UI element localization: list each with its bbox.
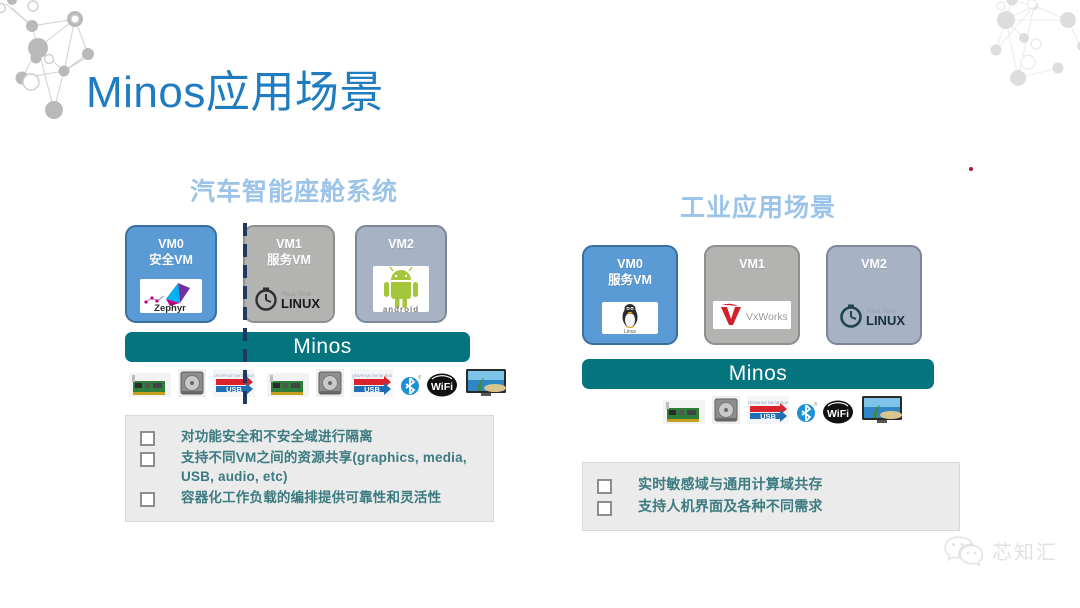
vm-box-vm2[interactable]: VM2 android <box>355 225 447 323</box>
watermark: 芯知汇 <box>943 534 1058 566</box>
hypervisor-label: Minos <box>293 335 352 358</box>
hardware-icon-group-shared: Universal Serial Bus USB ® WiFi <box>266 368 507 398</box>
isolation-divider <box>243 223 247 405</box>
nic-card-icon <box>267 373 309 397</box>
left-section-heading: 汽车智能座舱系统 <box>190 178 399 206</box>
wifi-icon: WiFi <box>427 373 457 397</box>
checkbox-bullet-icon <box>597 501 612 516</box>
bullet-text: 容器化工作负载的编排提供可靠性和灵活性 <box>181 490 442 505</box>
checkbox-bullet-icon <box>140 452 155 467</box>
bullet-text: 支持不同VM之间的资源共享(graphics, media, USB, audi… <box>181 450 467 484</box>
automotive-cockpit-panel: VM0 安全VM Zephyr VM1 服务VM <box>125 223 506 522</box>
bluetooth-icon: ® <box>401 374 421 395</box>
right-bullet-card: 实时敏感域与通用计算域共存 支持人机界面及各种不同需求 <box>582 462 960 531</box>
checkbox-bullet-icon <box>140 431 155 446</box>
svg-text:USB: USB <box>364 385 380 394</box>
svg-text:Zephyr: Zephyr <box>154 303 186 313</box>
vm-box-vm0[interactable]: VM0 服务VM Linux <box>582 245 678 345</box>
nic-card-icon <box>663 400 705 424</box>
hypervisor-bar: Minos <box>125 332 470 362</box>
bullet-text: 对功能安全和不安全域进行隔离 <box>181 429 373 444</box>
svg-text:USB: USB <box>226 385 242 394</box>
svg-text:USB: USB <box>760 412 776 421</box>
vm-box-label: VM0 服务VM <box>608 257 652 287</box>
checkbox-bullet-icon <box>140 492 155 507</box>
vm-box-label: VM1 服务VM <box>267 237 311 267</box>
nic-card-icon <box>129 373 171 397</box>
vm-row: VM0 安全VM Zephyr VM1 服务VM <box>125 223 497 405</box>
hypervisor-label: Minos <box>728 362 788 385</box>
watermark-text: 芯知汇 <box>992 541 1058 564</box>
svg-text:Universal Serial Bus: Universal Serial Bus <box>352 373 393 378</box>
svg-text:Real Time: Real Time <box>867 308 897 315</box>
hard-disk-icon <box>178 369 206 397</box>
linux-tux-logo: Linux <box>602 302 658 334</box>
list-item: 支持人机界面及各种不同需求 <box>597 496 947 516</box>
list-item: 支持不同VM之间的资源共享(graphics, media, USB, audi… <box>140 448 481 486</box>
network-nodes-icon <box>990 0 1080 86</box>
list-item: 实时敏感域与通用计算域共存 <box>597 474 947 494</box>
real-time-linux-logo: Real Time LINUX <box>252 284 326 312</box>
svg-text:Universal Serial Bus: Universal Serial Bus <box>748 400 789 405</box>
vm-box-vm0[interactable]: VM0 安全VM Zephyr <box>125 225 217 323</box>
svg-text:android: android <box>383 305 419 312</box>
display-icon <box>466 369 506 396</box>
wechat-icon <box>944 536 984 566</box>
bullet-text: 实时敏感域与通用计算域共存 <box>638 476 823 492</box>
svg-text:®: ® <box>814 401 817 408</box>
list-item: 容器化工作负载的编排提供可靠性和灵活性 <box>140 488 481 507</box>
page-title: Minos应用场景 <box>86 68 384 117</box>
svg-text:®: ® <box>418 374 421 381</box>
usb-icon: Universal Serial Bus USB <box>747 396 789 424</box>
bluetooth-icon: ® <box>797 401 817 422</box>
hardware-icon-group-secure: Universal Serial Bus USB <box>128 368 256 398</box>
hardware-icon-strip: Universal Serial Bus USB <box>125 368 506 398</box>
usb-icon: Universal Serial Bus USB <box>213 369 255 397</box>
vm-row: VM0 服务VM Linux <box>582 245 934 345</box>
vm-box-vm2[interactable]: VM2 Real Time LINUX <box>826 245 922 345</box>
industrial-scenario-panel: VM0 服务VM Linux <box>582 245 960 531</box>
zephyr-logo: Zephyr <box>140 279 202 313</box>
vm-box-label: VM2 <box>388 237 414 251</box>
vm-box-vm1[interactable]: VM1 VxWorks <box>704 245 800 345</box>
hypervisor-bar: Minos <box>582 359 934 389</box>
list-item: 对功能安全和不安全域进行隔离 <box>140 427 481 446</box>
hard-disk-icon <box>316 369 344 397</box>
vxworks-logo: VxWorks <box>713 301 791 329</box>
svg-text:LINUX: LINUX <box>281 296 320 311</box>
real-time-linux-logo: Real Time LINUX <box>836 301 912 329</box>
hardware-icon-strip: Universal Serial Bus USB ® WiFi <box>582 395 934 425</box>
accent-dot <box>969 167 973 171</box>
wifi-icon: WiFi <box>823 400 853 424</box>
vm-box-label: VM0 安全VM <box>149 237 193 267</box>
usb-icon: Universal Serial Bus USB <box>351 369 393 397</box>
hard-disk-icon <box>712 396 740 424</box>
vm-box-label: VM2 <box>861 257 887 271</box>
vm-box-vm1[interactable]: VM1 服务VM Real Time LINUX <box>243 225 335 323</box>
svg-text:WiFi: WiFi <box>431 381 453 393</box>
android-logo: android <box>373 266 429 312</box>
svg-text:VxWorks: VxWorks <box>746 311 788 323</box>
svg-text:WiFi: WiFi <box>827 408 849 420</box>
svg-text:LINUX: LINUX <box>866 313 905 328</box>
svg-text:Universal Serial Bus: Universal Serial Bus <box>214 373 255 378</box>
display-icon <box>862 396 902 423</box>
svg-text:Linux: Linux <box>624 329 636 334</box>
svg-text:Real Time: Real Time <box>282 291 312 298</box>
left-bullet-card: 对功能安全和不安全域进行隔离 支持不同VM之间的资源共享(graphics, m… <box>125 415 494 522</box>
bullet-text: 支持人机界面及各种不同需求 <box>638 498 823 514</box>
checkbox-bullet-icon <box>597 479 612 494</box>
right-section-heading: 工业应用场景 <box>680 194 837 222</box>
vm-box-label: VM1 <box>739 257 765 271</box>
